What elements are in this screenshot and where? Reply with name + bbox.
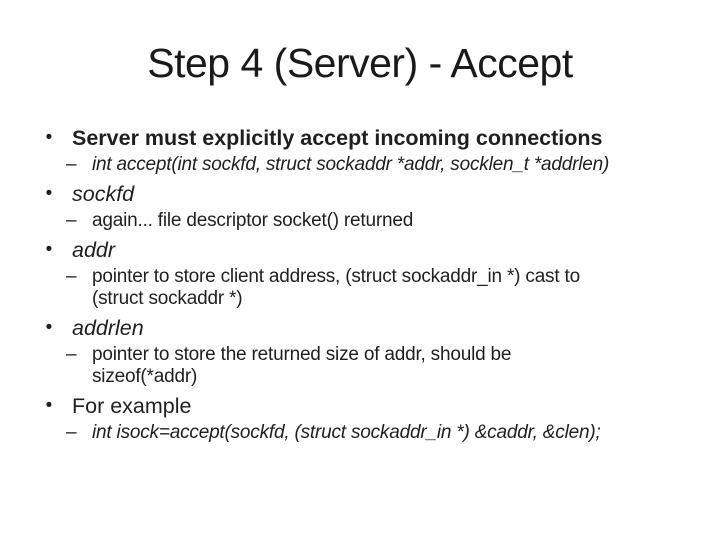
sub-bullet-text: int isock=accept(sockfd, (struct sockadd… <box>92 422 601 443</box>
dash-marker-icon: – <box>66 210 77 231</box>
bullet-dot-icon: • <box>45 395 53 416</box>
sub-bullet-addrlen-desc: – pointer to store the returned size of … <box>0 344 710 388</box>
dash-marker-icon: – <box>66 154 77 175</box>
sub-bullet-text-line1: pointer to store the returned size of ad… <box>92 344 512 365</box>
slide-title: Step 4 (Server) - Accept <box>147 40 573 86</box>
bullet-dot-icon: • <box>45 239 53 260</box>
sub-bullet-addr-desc: – pointer to store client address, (stru… <box>0 266 710 310</box>
bullet-text: addrlen <box>72 316 144 340</box>
bullet-text: Server must explicitly accept incoming c… <box>72 126 603 150</box>
sub-bullet-example-code: – int isock=accept(sockfd, (struct socka… <box>0 422 710 444</box>
bullet-item-for-example: • For example <box>0 392 710 420</box>
bullet-item-server-accept: • Server must explicitly accept incoming … <box>0 124 710 152</box>
sub-bullet-accept-signature: – int accept(int sockfd, struct sockaddr… <box>0 154 710 176</box>
bullet-text: sockfd <box>72 182 135 206</box>
bullet-item-addrlen: • addrlen <box>0 314 710 342</box>
bullet-text: addr <box>72 238 116 262</box>
sub-bullet-text-line1: pointer to store client address, (struct… <box>92 266 580 287</box>
sub-bullet-text-line2: (struct sockaddr *) <box>92 288 243 309</box>
dash-marker-icon: – <box>66 266 77 287</box>
dash-marker-icon: – <box>66 422 77 443</box>
dash-marker-icon: – <box>66 344 77 365</box>
bullet-dot-icon: • <box>45 183 53 204</box>
sub-bullet-text: int accept(int sockfd, struct sockaddr *… <box>92 154 610 175</box>
bullet-dot-icon: • <box>45 317 53 338</box>
sub-bullet-text: again... file descriptor socket() return… <box>92 210 414 231</box>
bullet-item-sockfd: • sockfd <box>0 180 710 208</box>
bullet-text: For example <box>72 394 192 418</box>
bullet-dot-icon: • <box>45 127 53 148</box>
sub-bullet-text-line2: sizeof(*addr) <box>92 366 198 387</box>
bullet-list: • Server must explicitly accept incoming … <box>0 120 710 444</box>
sub-bullet-sockfd-desc: – again... file descriptor socket() retu… <box>0 210 710 232</box>
bullet-item-addr: • addr <box>0 236 710 264</box>
